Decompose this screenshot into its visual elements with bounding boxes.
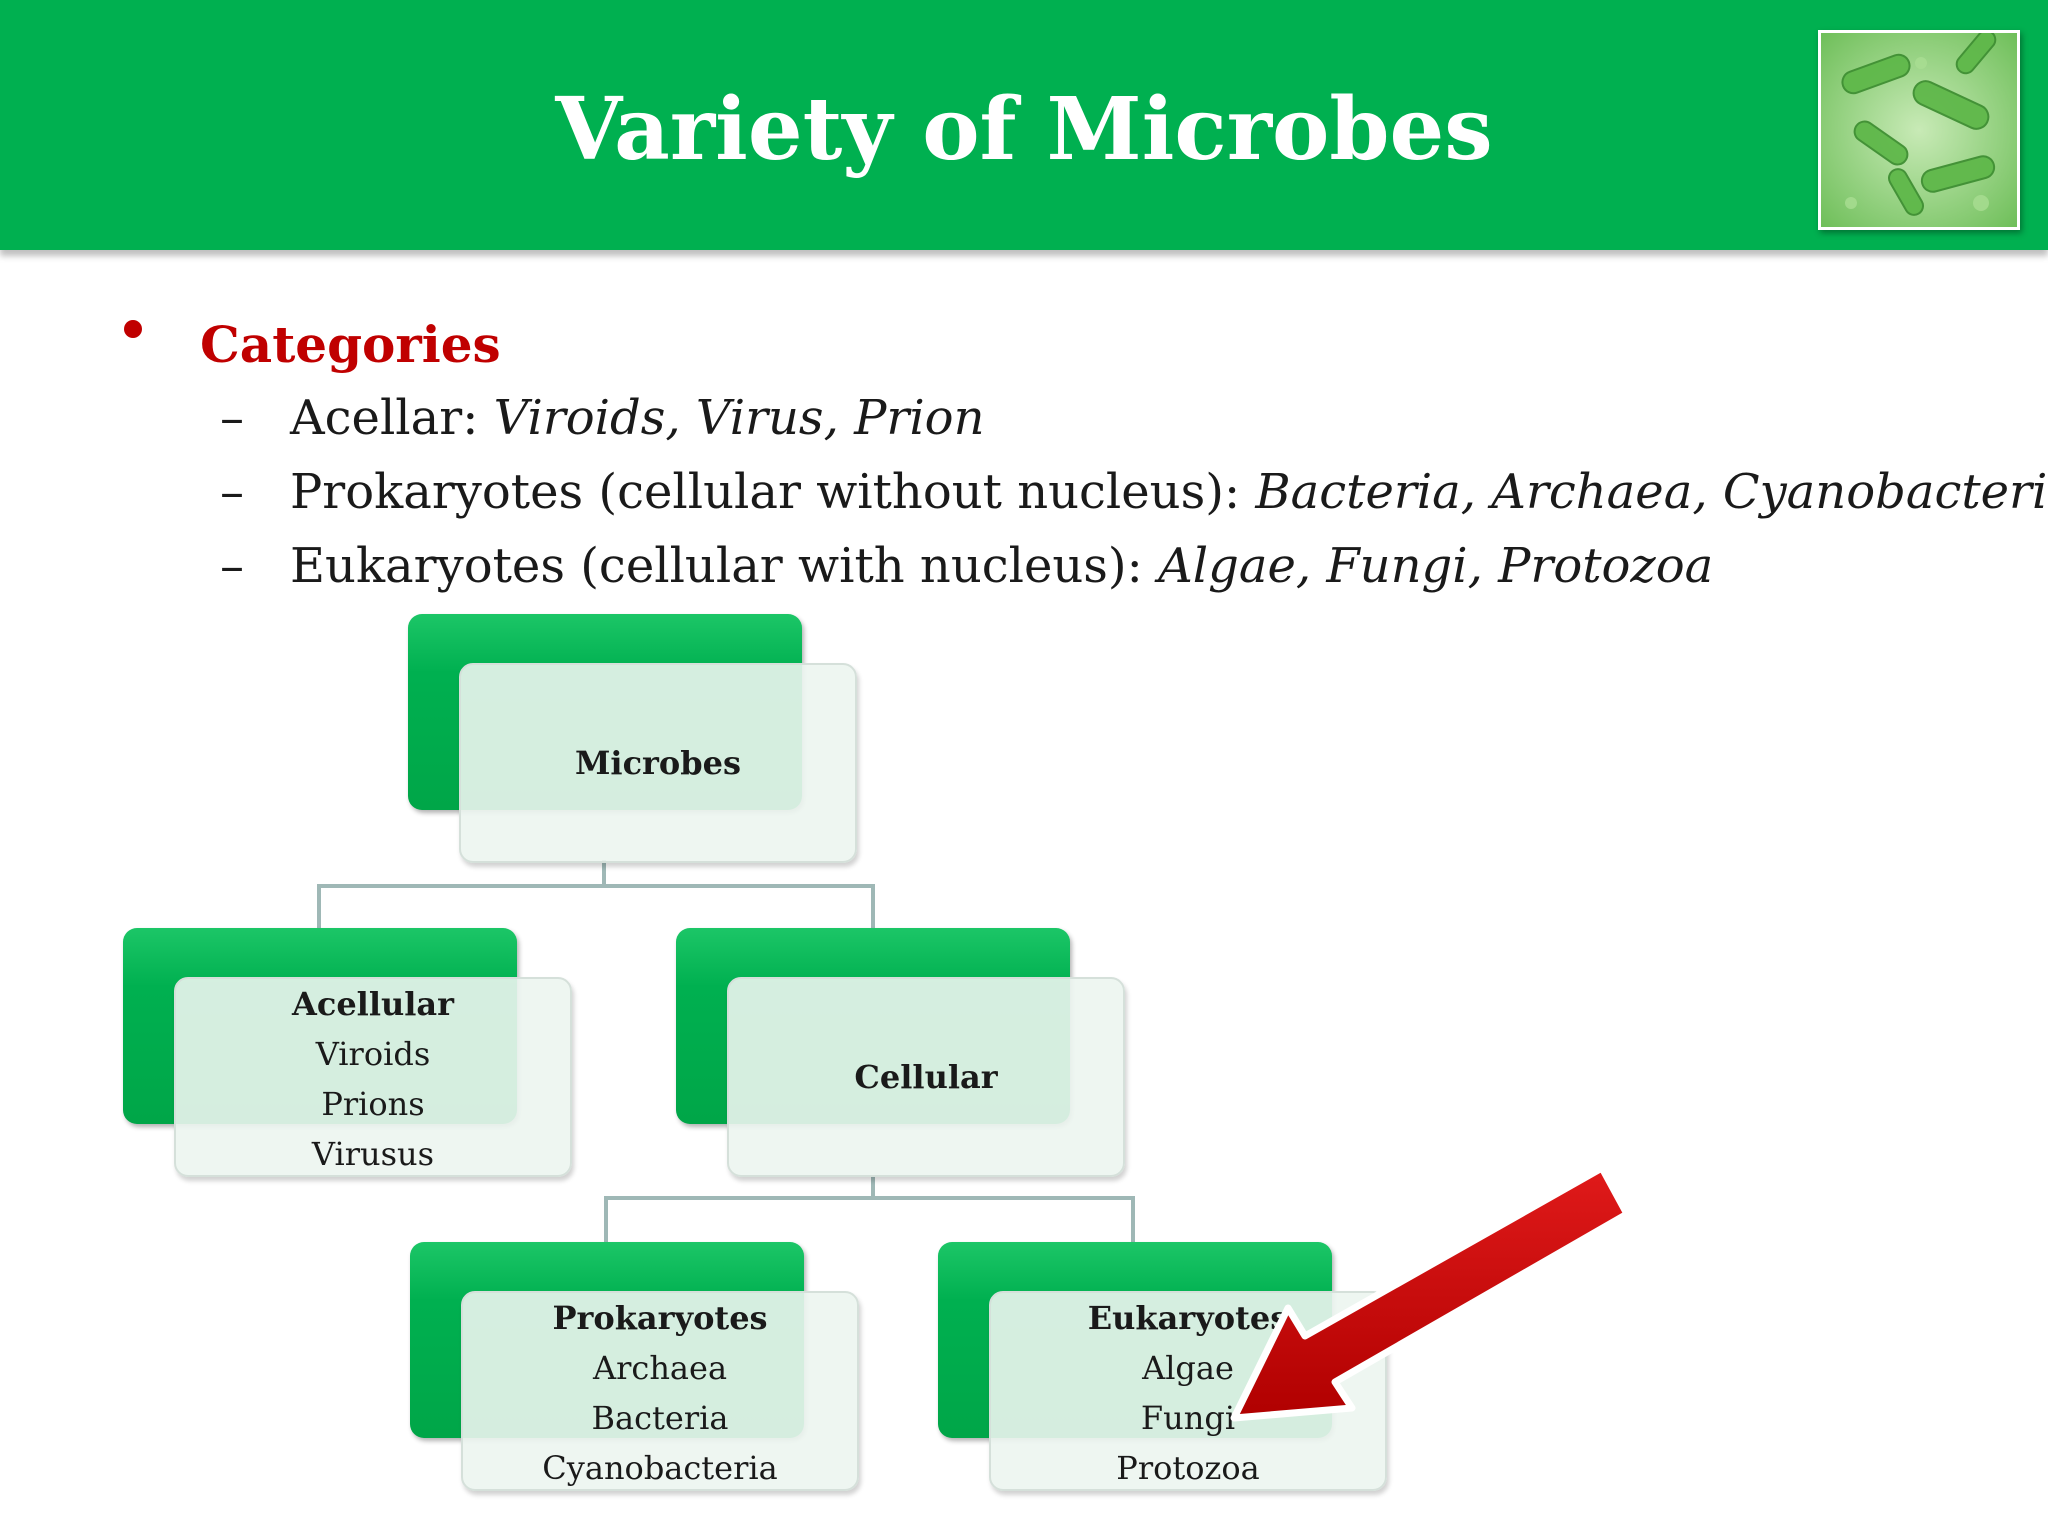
categories-heading: Categories xyxy=(200,315,501,374)
item-label: Acellar: xyxy=(290,390,494,446)
node-title: Eukaryotes xyxy=(1087,1299,1289,1337)
item-label: Prokaryotes (cellular without nucleus): xyxy=(290,464,1256,520)
dash: – xyxy=(220,464,244,520)
node-item: Cyanobacteria xyxy=(542,1449,778,1487)
connector-line xyxy=(871,884,875,932)
node-item: Archaea xyxy=(592,1349,728,1387)
item-examples: Viroids, Virus, Prion xyxy=(493,390,985,446)
connector-line xyxy=(602,860,606,886)
node-item: Bacteria xyxy=(591,1399,729,1437)
node-title: Prokaryotes xyxy=(552,1299,768,1337)
connector-line xyxy=(871,1176,875,1198)
dash: – xyxy=(220,390,244,446)
item-examples: Algae, Fungi, Protozoa xyxy=(1158,538,1714,594)
slide-title: Variety of Microbes xyxy=(555,79,1493,180)
node-item: Algae xyxy=(1142,1349,1234,1387)
list-item: –Eukaryotes (cellular with nucleus): Alg… xyxy=(220,532,1713,600)
node-item: Prions xyxy=(321,1085,425,1123)
item-examples: Bacteria, Archaea, Cyanobacteria xyxy=(1255,464,2048,520)
dash: – xyxy=(220,538,244,594)
node-item: Viroids xyxy=(315,1035,431,1073)
title-bar: Variety of Microbes xyxy=(0,0,2048,250)
node-title: Microbes xyxy=(574,744,741,782)
item-label: Eukaryotes (cellular with nucleus): xyxy=(290,538,1159,594)
bacteria-image-icon xyxy=(1818,30,2020,230)
red-arrow-icon xyxy=(1230,1164,1631,1422)
bacteria-image-svg xyxy=(1821,33,2017,227)
node-item: Protozoa xyxy=(1116,1449,1260,1487)
prokaryotes-node: Prokaryotes Archaea Bacteria Cyanobacter… xyxy=(461,1291,859,1491)
bullet-list: Categories –Acellar: Viroids, Virus, Pri… xyxy=(0,0,2048,600)
connector-line xyxy=(604,1196,608,1244)
list-item: –Acellar: Viroids, Virus, Prion xyxy=(220,384,984,452)
node-title: Acellular xyxy=(292,985,454,1023)
list-item: –Prokaryotes (cellular without nucleus):… xyxy=(220,458,2048,526)
connector-line xyxy=(1131,1196,1135,1244)
connector-line xyxy=(317,884,875,888)
connector-line xyxy=(604,1196,1135,1200)
bullet-dot-icon xyxy=(124,320,142,338)
node-item: Fungi xyxy=(1140,1399,1236,1437)
cellular-node: Cellular xyxy=(727,977,1125,1177)
connector-line xyxy=(317,884,321,932)
microbes-node: Microbes xyxy=(459,663,857,863)
node-item: Virusus xyxy=(311,1135,435,1173)
node-title: Cellular xyxy=(854,1058,998,1096)
acellular-node: Acellular Viroids Prions Virusus xyxy=(174,977,572,1177)
